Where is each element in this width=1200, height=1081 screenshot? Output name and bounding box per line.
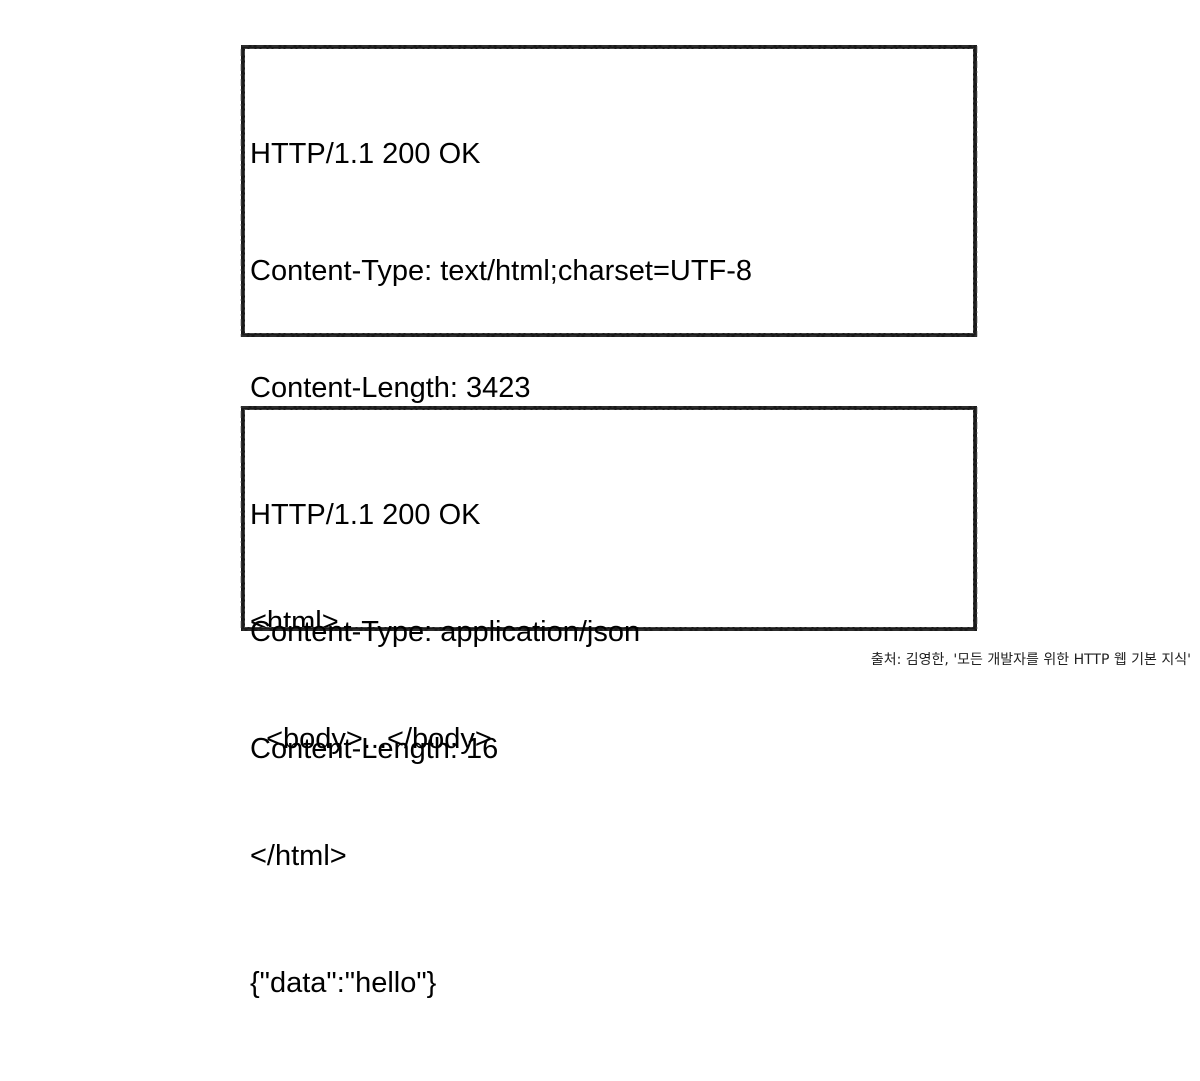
- content-type-header: Content-Type: application/json: [250, 616, 641, 648]
- sketch-border: [240, 45, 978, 337]
- status-line: HTTP/1.1 200 OK: [250, 138, 481, 170]
- html-response-box: HTTP/1.1 200 OK Content-Type: text/html;…: [240, 45, 978, 872]
- status-line: HTTP/1.1 200 OK: [250, 499, 481, 531]
- sketch-border: [240, 406, 978, 631]
- source-caption: 출처: 김영한, '모든 개발자를 위한 HTTP 웹 기본 지식': [870, 652, 1191, 668]
- body-line: <html>: [250, 606, 339, 638]
- content-type-header: Content-Type: text/html;charset=UTF-8: [250, 255, 753, 287]
- blank-line: [250, 847, 640, 886]
- json-response-lines: HTTP/1.1 200 OK Content-Type: applicatio…: [250, 418, 640, 1081]
- content-length-header: Content-Length: 16: [250, 733, 499, 765]
- content-length-header: Content-Length: 3423: [250, 372, 531, 404]
- json-response-box: HTTP/1.1 200 OK Content-Type: applicatio…: [240, 406, 978, 999]
- body-line: {"data":"hello"}: [250, 967, 437, 999]
